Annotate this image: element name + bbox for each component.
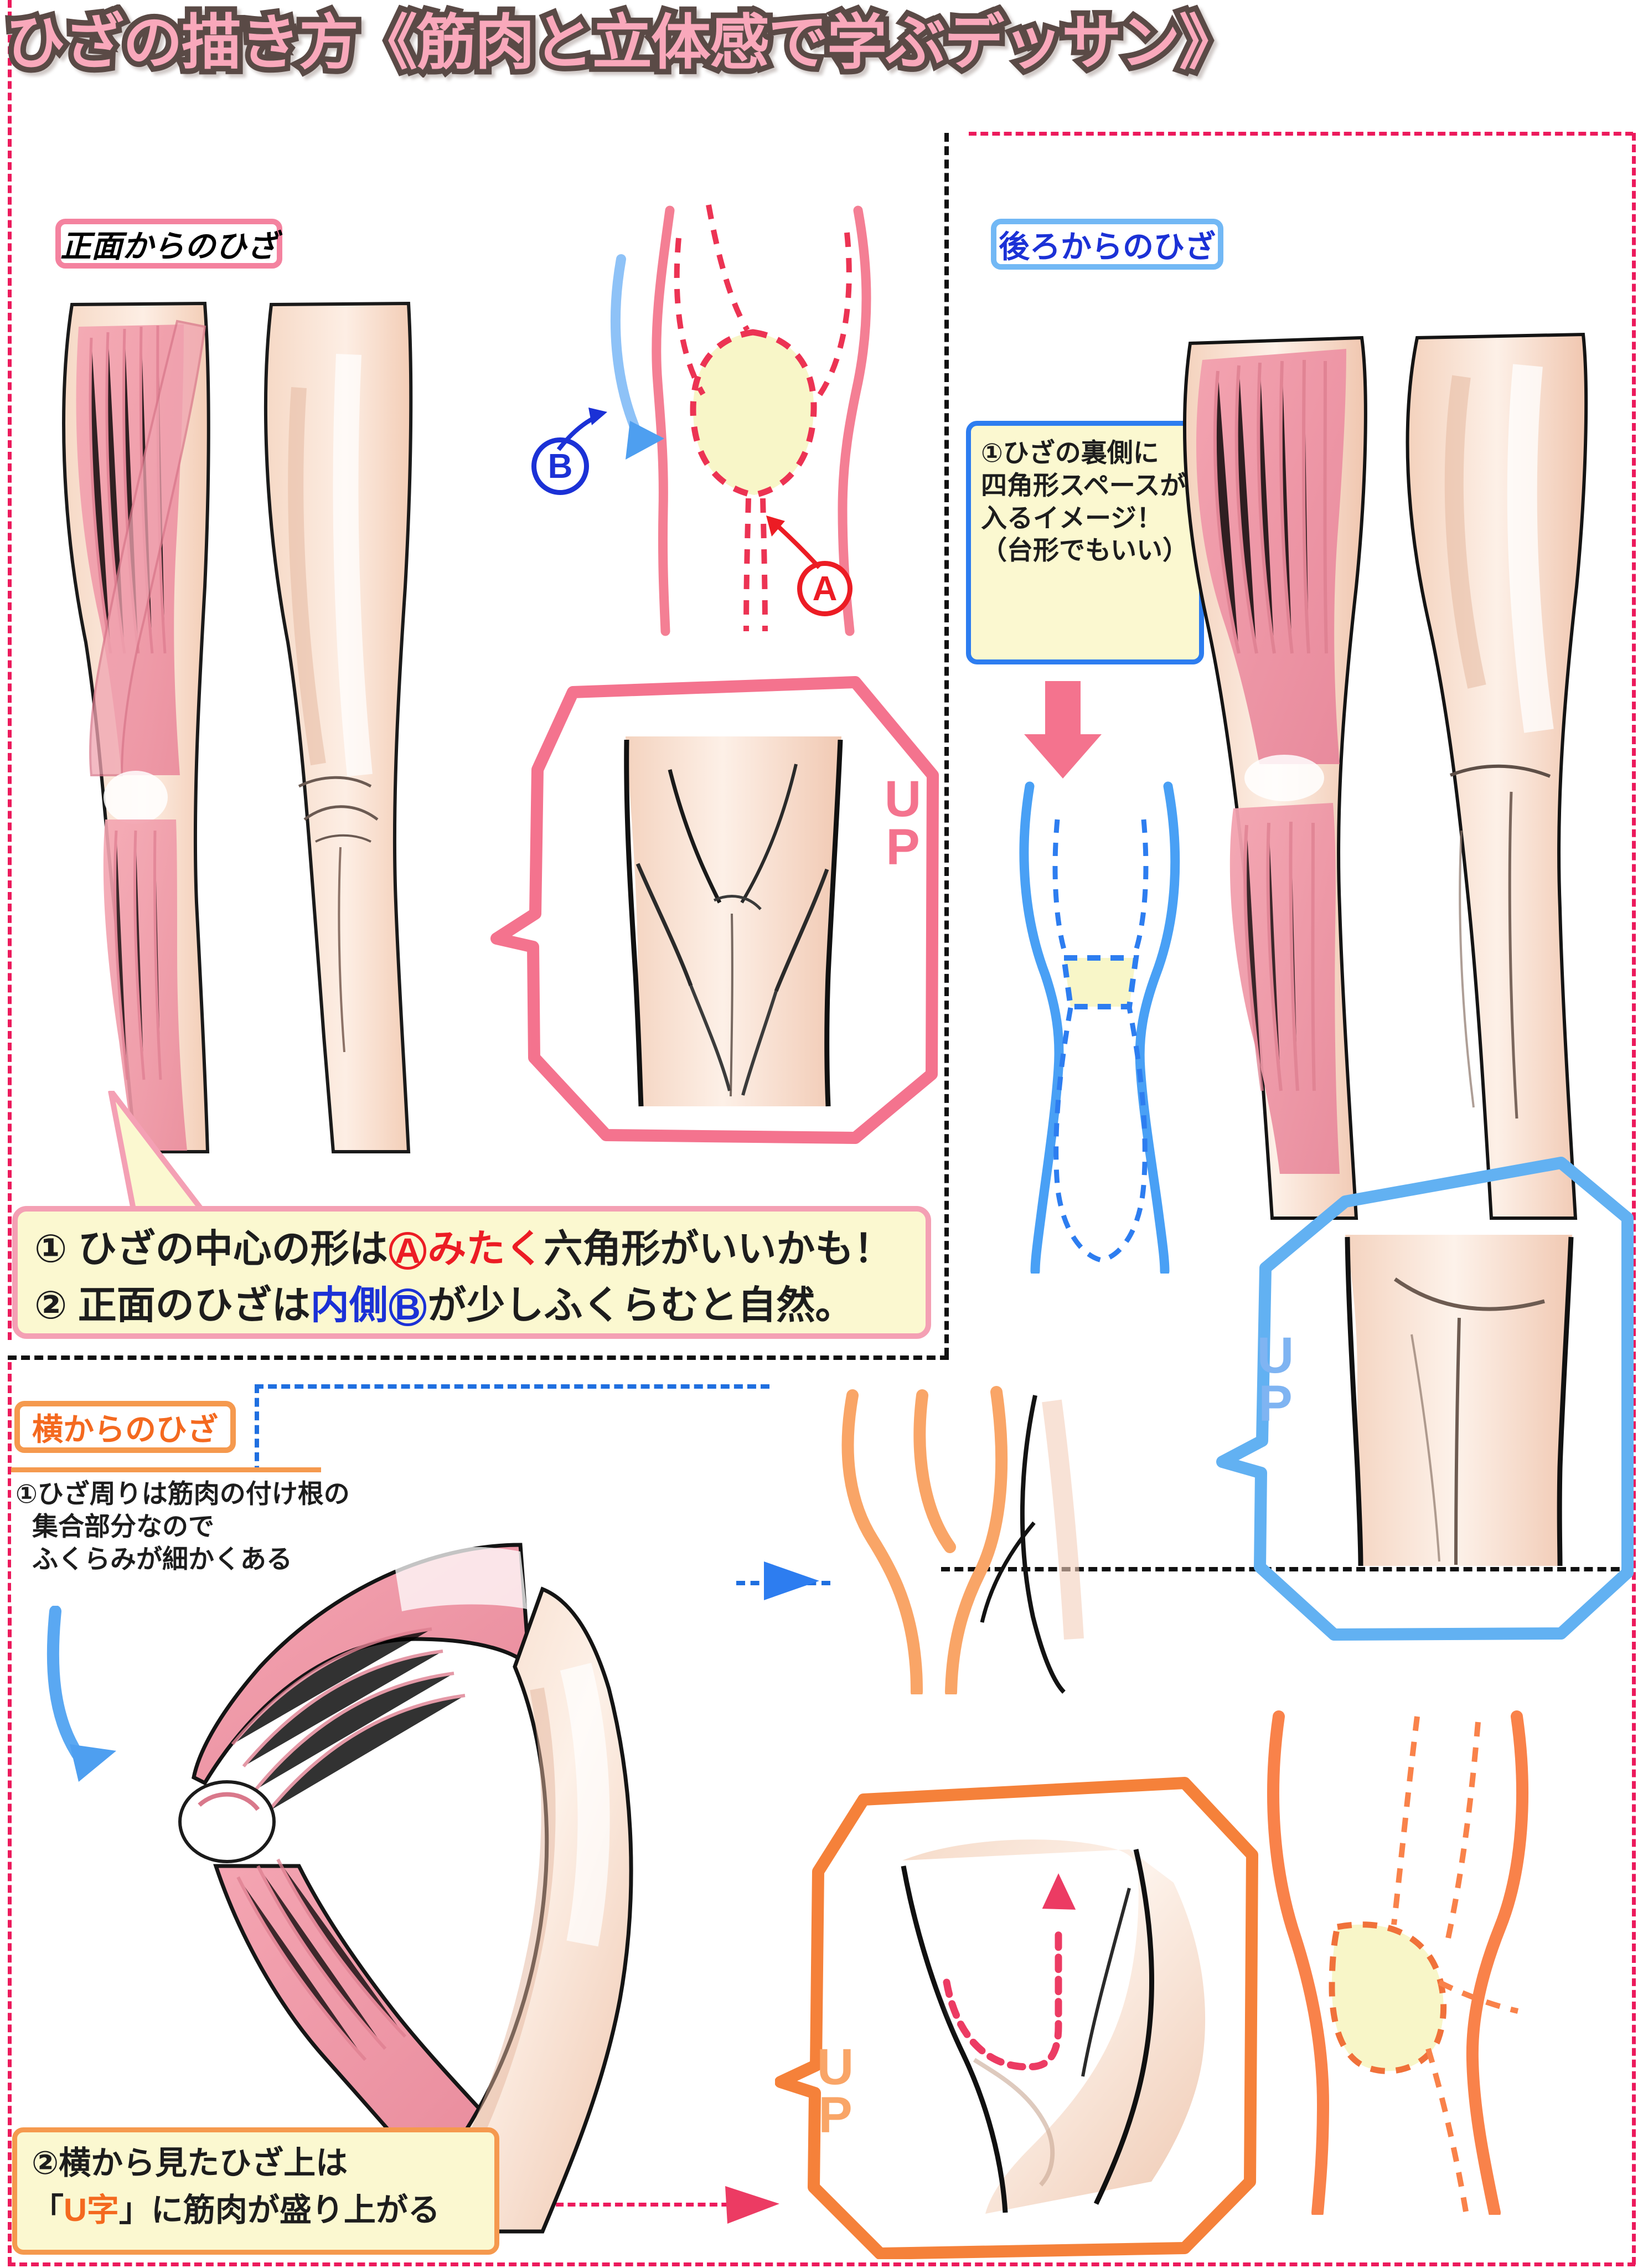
page-title-text: ひざの描き方《筋肉と立体感で学ぶデッサン》	[0, 3, 1244, 83]
side-pink-dashed-link	[520, 2203, 753, 2207]
side-orange-schematic	[1262, 1705, 1628, 2215]
side-up-letter-u: U	[817, 2039, 855, 2095]
front-note-line2-blue: 内側	[310, 1283, 388, 1327]
side-note2-box: ②横から見たひざ上は 「U字」に筋肉が盛り上がる	[12, 2127, 499, 2255]
frame-bottom-pink-dashed	[8, 2262, 1635, 2266]
side-blue-dashed-top	[255, 1384, 769, 1389]
side-note2-line-1: ②横から見たひざ上は	[32, 2145, 348, 2181]
front-up-letter-u: U	[884, 771, 923, 827]
side-zoom-knee-illustration	[864, 1816, 1218, 2215]
back-up-letter-u: U	[1257, 1327, 1295, 1384]
marker-b-arrow	[545, 399, 612, 454]
side-note2-line-2: 「U字」に筋肉が盛り上がる	[32, 2190, 480, 2231]
row-divider-upper	[8, 1355, 949, 1360]
back-note-box: ①ひざの裏側に 四角形スペースが 入るイメージ！ （台形でもいい）	[966, 421, 1204, 664]
front-note-line1-red: みたく	[427, 1227, 544, 1270]
back-up-letter-p: P	[1258, 1375, 1294, 1432]
marker-circle-a: A	[797, 561, 852, 616]
front-view-legs-illustration	[39, 288, 498, 1174]
frame-top-right-pink-dashed	[969, 132, 1633, 136]
front-note-line2-post: が少しふくらむと自然。	[427, 1283, 854, 1327]
side-note1-curved-arrow	[39, 1606, 177, 1788]
back-note-line-1: ①ひざの裏側に	[981, 438, 1159, 467]
front-schematic-diagram	[570, 199, 913, 637]
side-view-bent-leg-illustration	[133, 1379, 720, 2243]
side-note2-post: 」に筋肉が盛り上がる	[118, 2192, 440, 2228]
section-tag-front-label: 正面からのひざ	[60, 228, 277, 264]
front-zoom-knee-illustration	[603, 736, 864, 1107]
side-note2-bracket-open: 「	[32, 2192, 64, 2228]
side-note2-pink-arrow	[714, 2176, 792, 2237]
column-divider	[944, 133, 949, 1357]
back-zoom-callout-shell	[1207, 1130, 1643, 1650]
back-zoom-knee-illustration	[1329, 1235, 1589, 1567]
marker-b-label: B	[547, 447, 573, 486]
side-sketch-blue-arrow	[742, 1550, 830, 1611]
back-view-legs-illustration	[1174, 277, 1633, 1229]
side-note1-line-1: ①ひざ周りは筋肉の付け根の	[16, 1479, 350, 1508]
section-tag-back: 後ろからのひざ	[991, 219, 1223, 270]
frame-left-lower-pink-dashed	[8, 1362, 12, 2265]
front-note-line1-pre: ① ひざの中心の形は	[34, 1227, 388, 1270]
side-note1-box: ①ひざ周りは筋肉の付け根の 集合部分なので ふくらみが細かくある	[11, 1467, 350, 1606]
section-tag-side-label: 横からのひざ	[32, 1411, 218, 1447]
marker-a-arrow	[758, 512, 830, 573]
page-title: ひざの描き方《筋肉と立体感で学ぶデッサン》	[0, 3, 1244, 83]
side-up-letter-p: P	[818, 2087, 854, 2144]
side-note1-line-3: ふくらみが細かくある	[32, 1544, 292, 1574]
front-zoom-callout-shell	[468, 637, 955, 1152]
frame-right-pink-dashed	[1632, 133, 1636, 2265]
front-up-letter-p: P	[886, 819, 921, 876]
side-zoom-callout-shell	[775, 1761, 1273, 2259]
section-tag-side: 横からのひざ	[14, 1401, 236, 1453]
frame-left-pink-dashed	[8, 0, 12, 1340]
front-note-line2: ② 正面のひざは内側ABが少しふくらむと自然。	[34, 1281, 909, 1330]
back-note-down-arrow	[1019, 681, 1107, 781]
front-note-line2-pre: ② 正面のひざは	[34, 1283, 311, 1327]
front-note-inline-marker-a: A	[389, 1232, 427, 1270]
front-note-marker-b: B	[389, 1288, 427, 1326]
front-note-pointer	[72, 1091, 216, 1224]
side-note2-u-shape: U字	[64, 2192, 119, 2228]
marker-circle-b: B	[531, 437, 589, 495]
back-note-line-3: 入るイメージ！	[981, 503, 1163, 533]
back-zoom-up-label: U P	[1248, 1327, 1304, 1432]
side-note1-line-2: 集合部分なので	[32, 1511, 214, 1541]
side-zoom-up-label: U P	[805, 2039, 866, 2144]
section-tag-front: 正面からのひざ	[55, 219, 282, 269]
section-tag-back-label: 後ろからのひざ	[999, 229, 1216, 264]
marker-a-label: A	[812, 569, 838, 608]
side-orange-sketch	[814, 1384, 1124, 1694]
back-note-line-4: （台形でもいい）	[981, 535, 1189, 565]
back-schematic-diagram	[963, 775, 1229, 1274]
front-zoom-up-label: U P	[876, 771, 931, 876]
back-note-line-2: 四角形スペースが	[981, 470, 1186, 500]
front-note-line1-post: 六角形がいいかも！	[544, 1227, 893, 1270]
